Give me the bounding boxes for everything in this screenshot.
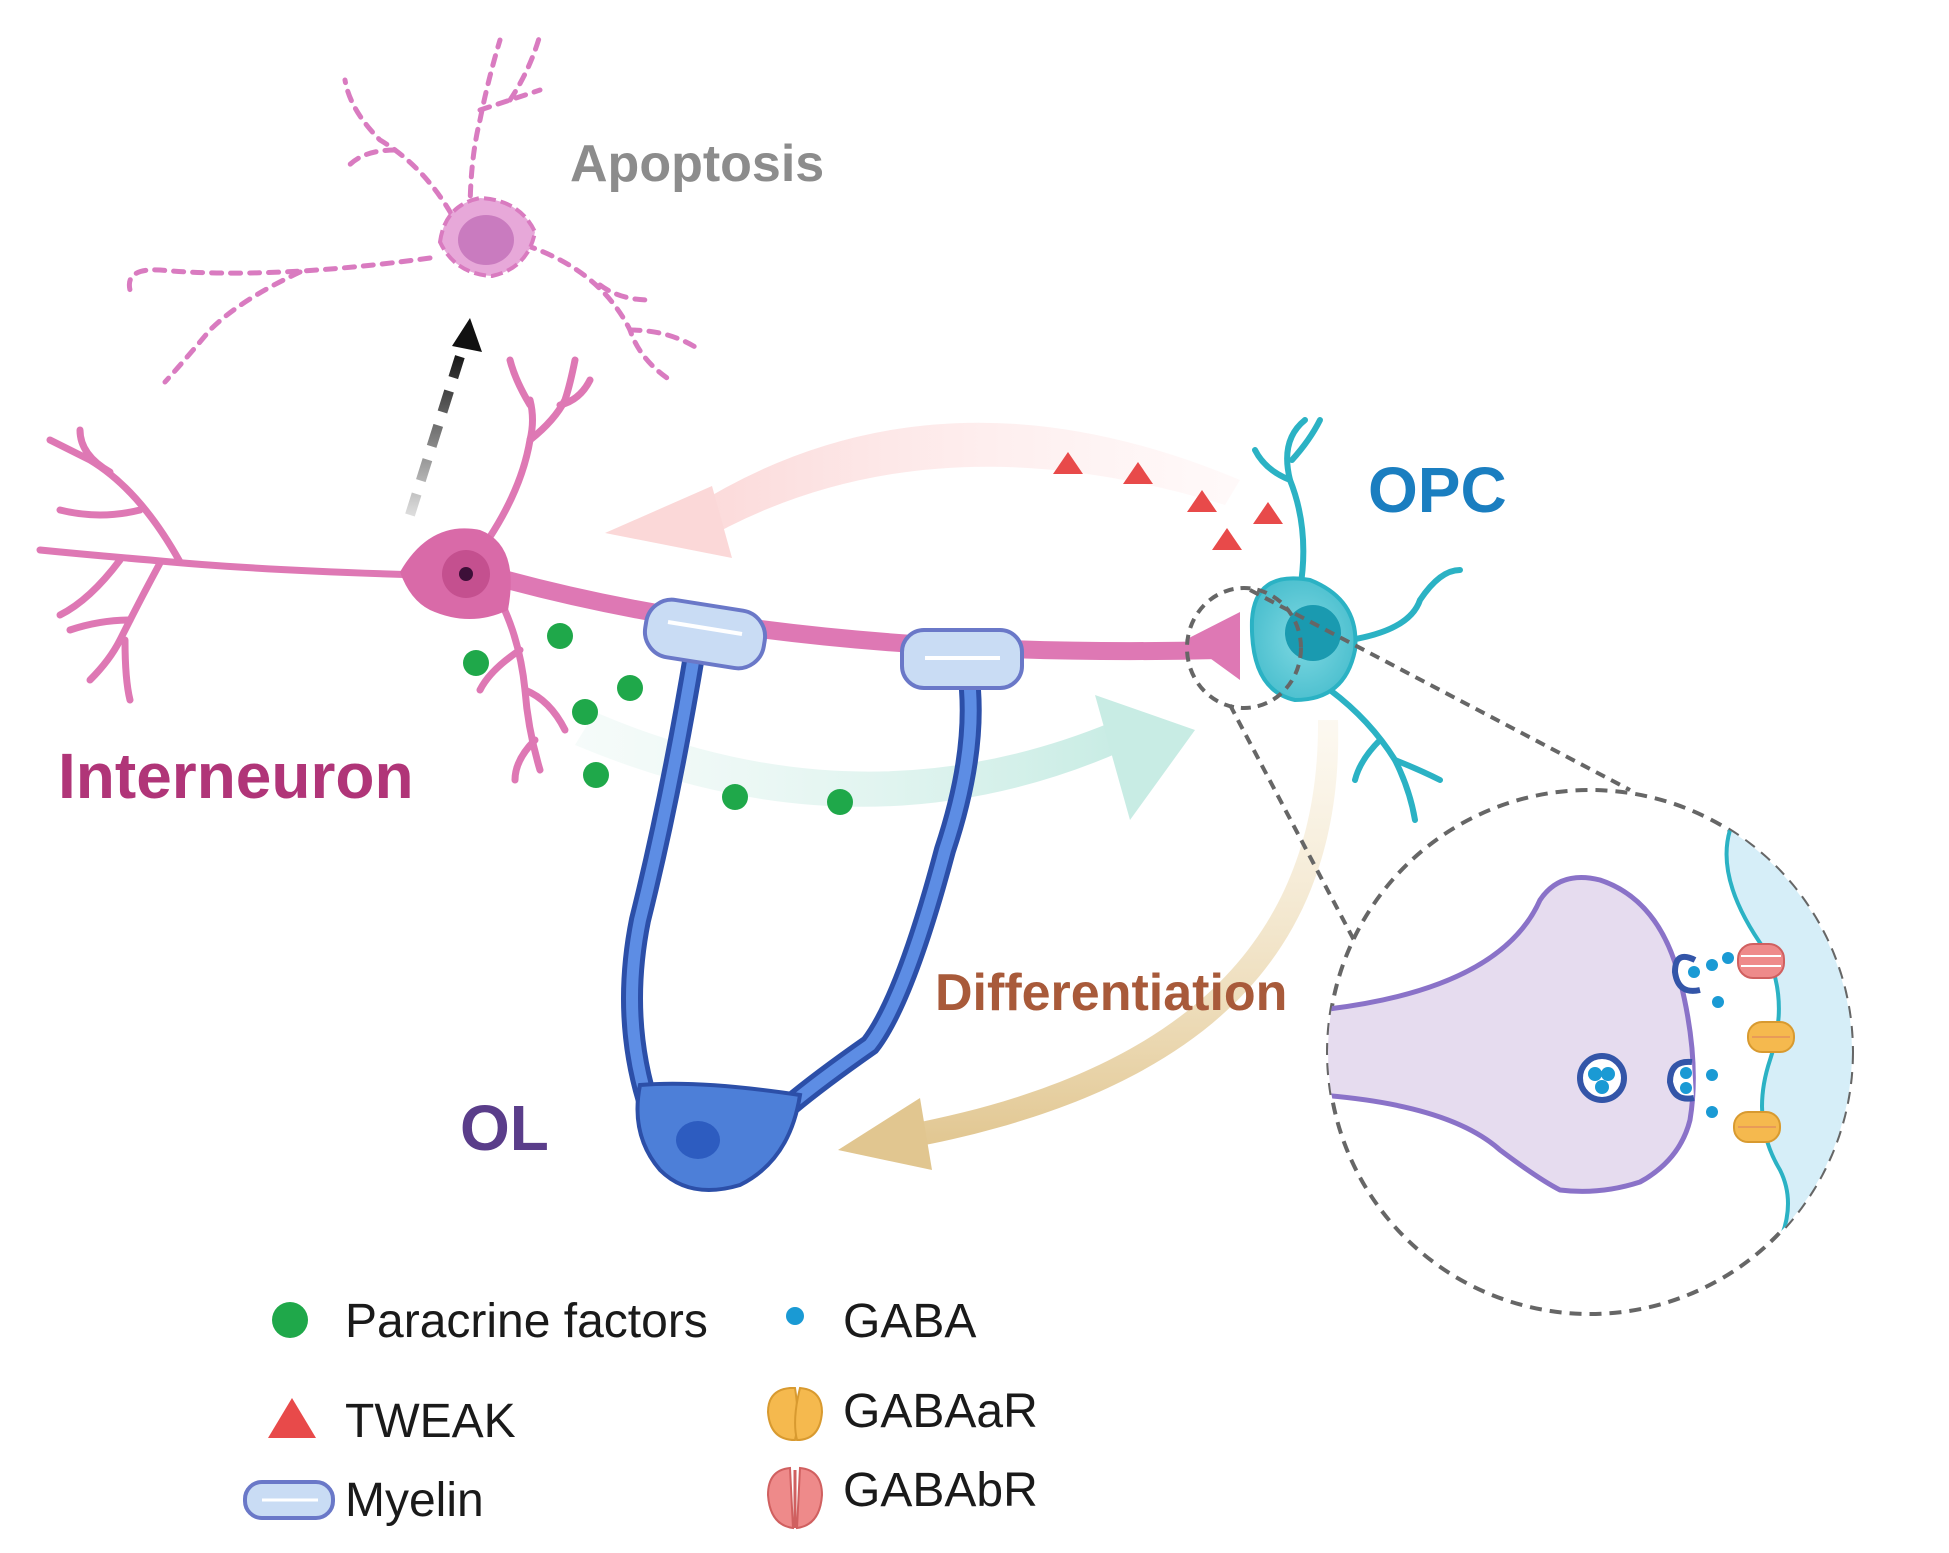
- legend-item-gaba: GABA: [786, 1295, 976, 1348]
- tweak-feedback-arrow: [605, 422, 1240, 558]
- gabaar-receptor: [1747, 1021, 1795, 1053]
- legend-label-gababr: GABAbR: [843, 1464, 1038, 1517]
- differentiation-arrow: [838, 720, 1339, 1170]
- label-apoptosis: Apoptosis: [570, 135, 824, 193]
- synapse-zoom: [1326, 788, 1854, 1316]
- tweak-triangle-icon: [268, 1398, 316, 1438]
- paracrine-dot-icon: [272, 1302, 308, 1338]
- gabaar-receptor-icon: [766, 1386, 824, 1442]
- label-differentiation: Differentiation: [935, 964, 1287, 1022]
- gababr-receptor: [1737, 943, 1785, 979]
- gababr-receptor-icon: [766, 1466, 824, 1530]
- legend: Paracrine factors GABA TWEAK GABAaR Myel…: [243, 1295, 1038, 1530]
- legend-item-myelin: Myelin: [243, 1474, 484, 1527]
- myelin-icon: [243, 1480, 335, 1520]
- legend-label-paracrine-factors: Paracrine factors: [345, 1295, 708, 1348]
- legend-item-gabaar: GABAaR: [766, 1385, 1038, 1442]
- legend-item-tweak: TWEAK: [268, 1395, 516, 1448]
- paracrine-factors: [463, 623, 853, 815]
- label-interneuron: Interneuron: [58, 740, 414, 812]
- legend-label-myelin: Myelin: [345, 1474, 484, 1527]
- legend-item-paracrine-factors: Paracrine factors: [272, 1295, 708, 1348]
- myelin-sheath-2: [900, 628, 1024, 690]
- apoptotic-neuron: [126, 32, 703, 385]
- legend-label-gaba: GABA: [843, 1295, 976, 1348]
- myelin-sheath-1: [642, 597, 768, 671]
- vesicle: [1577, 1053, 1627, 1103]
- label-opc: OPC: [1368, 454, 1507, 526]
- gaba-molecules: [1706, 952, 1734, 1118]
- interneuron-cell: [36, 356, 1240, 784]
- opc-cell: [1249, 417, 1463, 823]
- legend-label-tweak: TWEAK: [345, 1395, 516, 1448]
- apoptosis-arrow: [405, 318, 482, 517]
- vesicle-fusing: [1666, 954, 1701, 1102]
- legend-item-gababr: GABAbR: [766, 1464, 1038, 1530]
- gabaar-receptor: [1733, 1111, 1781, 1143]
- paracrine-arrow: [575, 695, 1195, 820]
- tweak-molecules: [1053, 452, 1283, 550]
- gaba-dot-icon: [786, 1307, 804, 1325]
- label-ol: OL: [460, 1092, 549, 1164]
- legend-label-gabaar: GABAaR: [843, 1385, 1038, 1438]
- oligodendrocyte-cell: [621, 639, 982, 1192]
- zoom-connector: [1185, 586, 1631, 981]
